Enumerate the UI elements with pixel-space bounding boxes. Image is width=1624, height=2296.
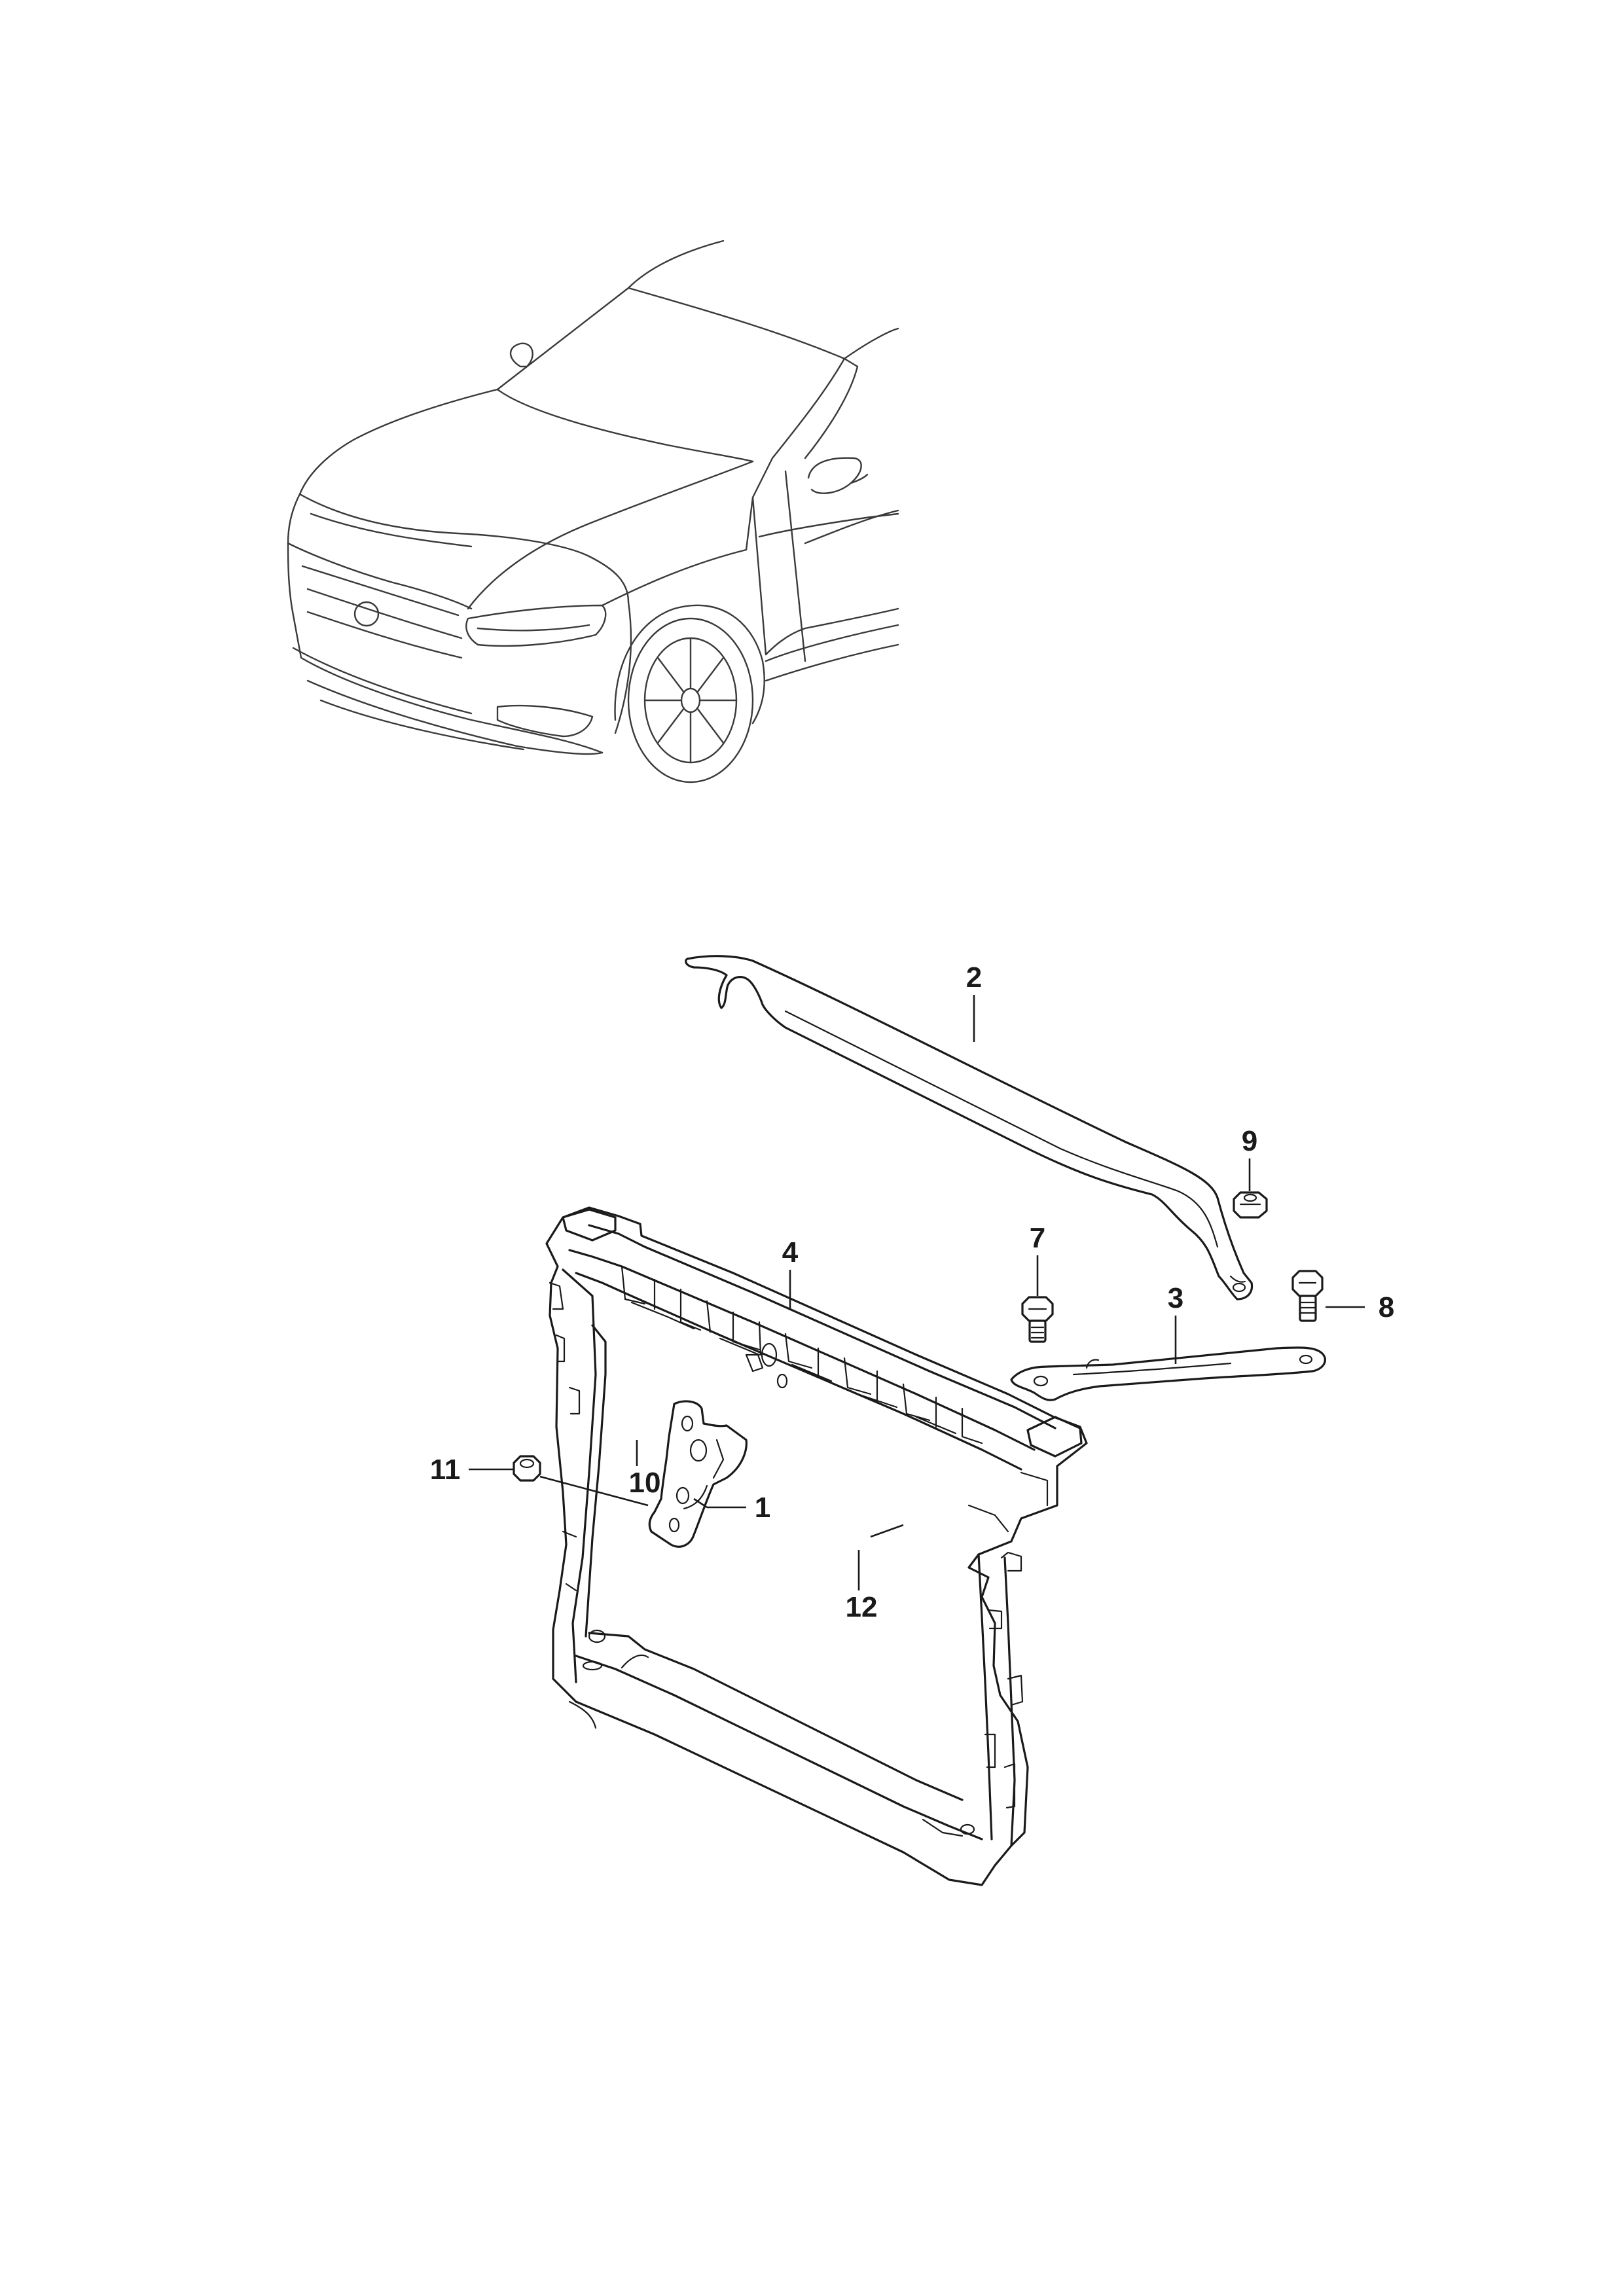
fastener-11-nut (513, 1455, 541, 1482)
callout-labels: 1 2 3 4 7 8 9 10 11 12 (430, 961, 1395, 1623)
fastener-7-bolt (1021, 1296, 1054, 1343)
callout-1: 1 (755, 1492, 770, 1524)
callout-4: 4 (782, 1236, 799, 1268)
part-2-upper-cross-member (685, 955, 1254, 1300)
fastener-9-nut (1233, 1191, 1268, 1219)
leader-lines (469, 995, 1365, 1590)
callout-9: 9 (1242, 1125, 1257, 1157)
callout-2: 2 (966, 961, 982, 994)
callout-12: 12 (846, 1591, 878, 1623)
part-1-bracket (648, 1400, 748, 1548)
callout-10: 10 (629, 1467, 661, 1499)
fastener-8-bolt (1291, 1270, 1324, 1322)
part-4-front-end-carrier (545, 1206, 1088, 1886)
callout-11: 11 (430, 1454, 461, 1486)
callout-8: 8 (1379, 1291, 1394, 1323)
vehicle-locator-illustration (287, 240, 899, 783)
callout-7: 7 (1030, 1222, 1045, 1254)
part-3-strut-bracket (1010, 1346, 1326, 1401)
callout-3: 3 (1168, 1282, 1183, 1314)
